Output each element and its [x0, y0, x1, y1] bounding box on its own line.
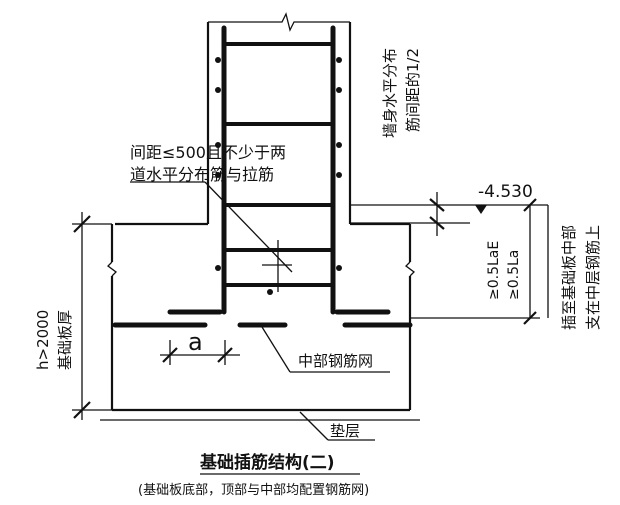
cushion-leader — [299, 411, 375, 441]
dowel-bars — [167, 25, 391, 315]
caption-subtitle: (基础板底部，顶部与中部均配置钢筋网) — [138, 482, 369, 498]
mid-mesh-label: 中部钢筋网 — [298, 352, 373, 370]
caption-title: 基础插筋结构(二) — [199, 452, 335, 473]
foundation-slab-outline — [107, 205, 415, 412]
elevation-label: -4.530 — [478, 182, 533, 202]
wall-note-line2: 筋间距的1/2 — [404, 48, 422, 132]
anchorage-dimension — [410, 198, 540, 325]
wall-note-leader — [350, 192, 470, 236]
spacing-note-leader — [130, 181, 293, 292]
bar-note-line2: 支在中层钢筋上 — [584, 225, 602, 330]
mid-mesh-leader — [261, 326, 390, 373]
spacing-note-line2: 道水平分布筋与拉筋 — [130, 165, 274, 184]
anchor-label-1: ≥0.5LaE — [486, 241, 502, 300]
spacing-note-line1: 间距≤500且不少于两 — [130, 143, 286, 162]
cushion-label: 垫层 — [330, 422, 360, 440]
thickness-line2: 基础板厚 — [56, 310, 74, 370]
anchor-label-2: ≥0.5La — [506, 250, 522, 300]
elevation-marker — [470, 204, 548, 214]
dimension-a-label: a — [188, 328, 203, 356]
rebar-sections — [215, 57, 342, 295]
dimension-a — [160, 340, 240, 365]
wall-note-line1: 墙身水平分布 — [381, 48, 399, 138]
wall-outline — [206, 12, 352, 205]
thickness-line1: h>2000 — [34, 310, 52, 370]
bar-note-line1: 插至基础板中部 — [560, 225, 578, 330]
thickness-dimension — [72, 212, 112, 420]
